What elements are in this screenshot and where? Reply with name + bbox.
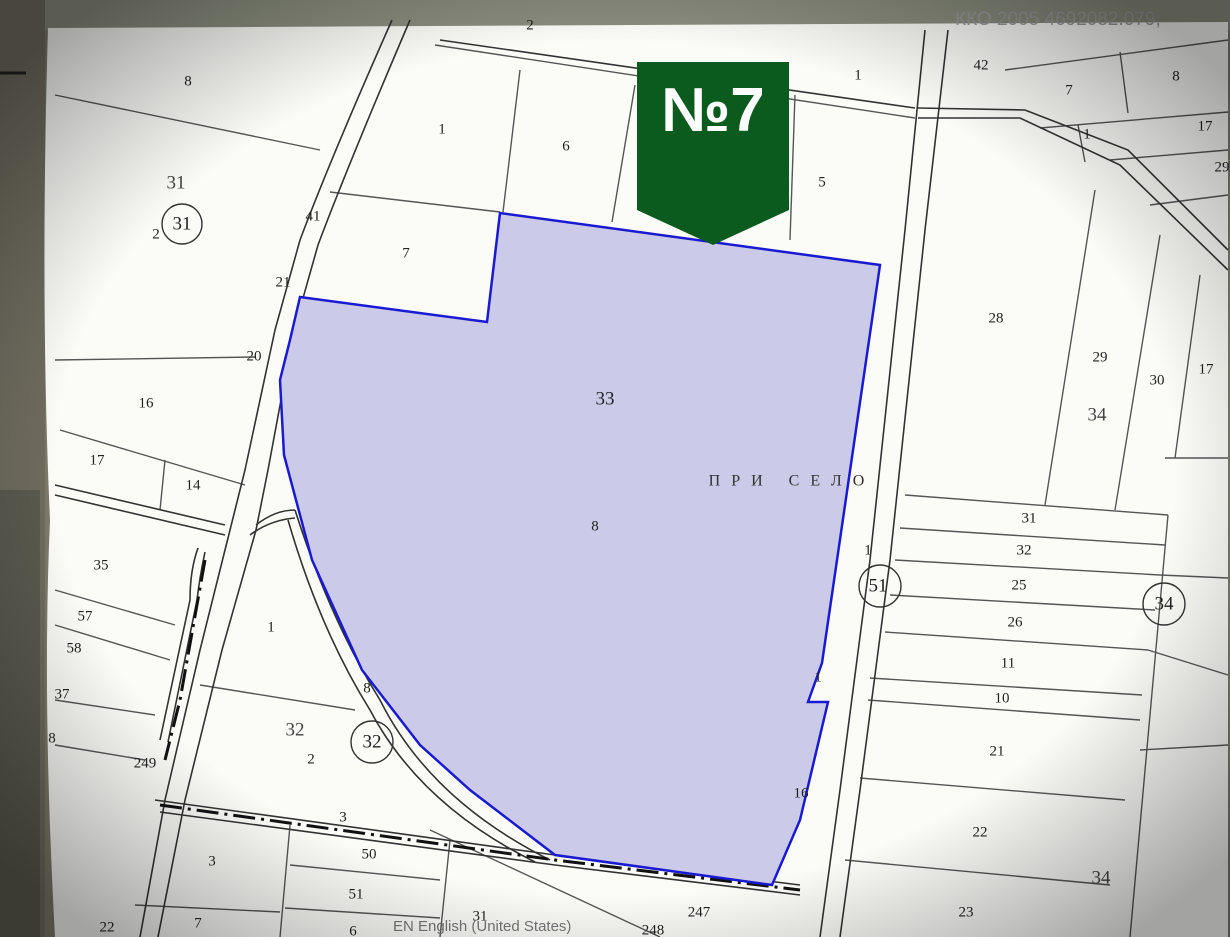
parcel-label: 31 [1022, 510, 1037, 526]
parcel-label: 14 [186, 477, 202, 493]
parcel-label: 8 [363, 680, 371, 696]
parcel-label: 29 [1215, 159, 1230, 175]
parcel-label: 50 [362, 846, 377, 862]
marker-number-label: №7 [661, 76, 765, 145]
parcel-label: 35 [94, 557, 109, 573]
parcel-label: 16 [794, 785, 810, 801]
block-label: 31 [173, 213, 192, 234]
parcel-label: 21 [990, 743, 1005, 759]
block-label: 32 [363, 731, 382, 752]
parcel-label: 1 [438, 121, 446, 137]
parcel-label: 3 [339, 809, 347, 825]
parcel-label: 41 [306, 208, 321, 224]
parcel-label: 1 [854, 67, 862, 83]
parcel-label: 16 [139, 395, 155, 411]
input-language-indicator: EN English (United States) [393, 918, 571, 935]
parcel-label: 248 [642, 922, 665, 937]
parcel-label: 17 [1198, 118, 1214, 134]
parcel-label: 28 [989, 310, 1004, 326]
parcel-label: 7 [402, 245, 410, 261]
parcel-label: 7 [1065, 82, 1073, 98]
parcel-label: 30 [1150, 372, 1165, 388]
parcel-label: 42 [974, 57, 989, 73]
parcel-label: 3 [208, 853, 216, 869]
parcel-label: 5 [818, 174, 826, 190]
parcel-label: 8 [1172, 68, 1180, 84]
parcel-label: 34 [1088, 404, 1108, 425]
coordinate-readout: ККО 2005 4692082.079, [955, 9, 1161, 30]
parcel-label: 25 [1012, 577, 1027, 593]
parcel-label: 51 [349, 886, 364, 902]
parcel-label: 21 [276, 274, 291, 290]
parcel-label: 33 [596, 388, 615, 409]
parcel-label: 57 [78, 608, 94, 624]
parcel-label: 20 [247, 348, 262, 364]
parcel-label: 1 [864, 542, 872, 558]
parcel-label: 247 [688, 904, 711, 920]
parcel-label: 34 [1092, 867, 1112, 888]
parcel-label: 8 [591, 518, 599, 534]
parcel-label: 17 [1199, 361, 1215, 377]
parcel-label: 2 [152, 226, 160, 242]
parcel-label: 29 [1093, 349, 1108, 365]
block-label: 34 [1155, 593, 1175, 614]
parcel-label: 1 [1083, 126, 1091, 142]
location-marker-badge[interactable] [637, 62, 789, 245]
parcel-label: 26 [1008, 614, 1024, 630]
parcel-label: 6 [349, 923, 357, 937]
parcel-label: 8 [48, 730, 56, 746]
parcel-label: 22 [973, 824, 988, 840]
parcel-label: 1 [267, 619, 275, 635]
parcel-label: 32 [1017, 542, 1032, 558]
parcel-label: 11 [1001, 655, 1015, 671]
parcel-label: 6 [562, 138, 570, 154]
parcel-label: 31 [167, 172, 186, 193]
locality-name: ПРИ СЕЛО [709, 473, 876, 490]
parcel-label: 249 [134, 755, 157, 771]
parcel-label: 22 [100, 919, 115, 935]
parcel-label: 17 [90, 452, 106, 468]
parcel-label: 23 [959, 904, 974, 920]
parcel-label: 37 [55, 686, 71, 702]
parcel-label: 2 [307, 751, 315, 767]
block-label: 51 [869, 575, 888, 596]
parcel-label: 32 [286, 719, 305, 740]
parcel-label: 7 [194, 915, 202, 931]
parcel-label: 58 [67, 640, 82, 656]
parcel-label: 1 [814, 669, 822, 685]
parcel-label: 2 [526, 17, 534, 33]
parcel-label: 8 [184, 73, 192, 89]
parcel-label: 10 [995, 690, 1010, 706]
